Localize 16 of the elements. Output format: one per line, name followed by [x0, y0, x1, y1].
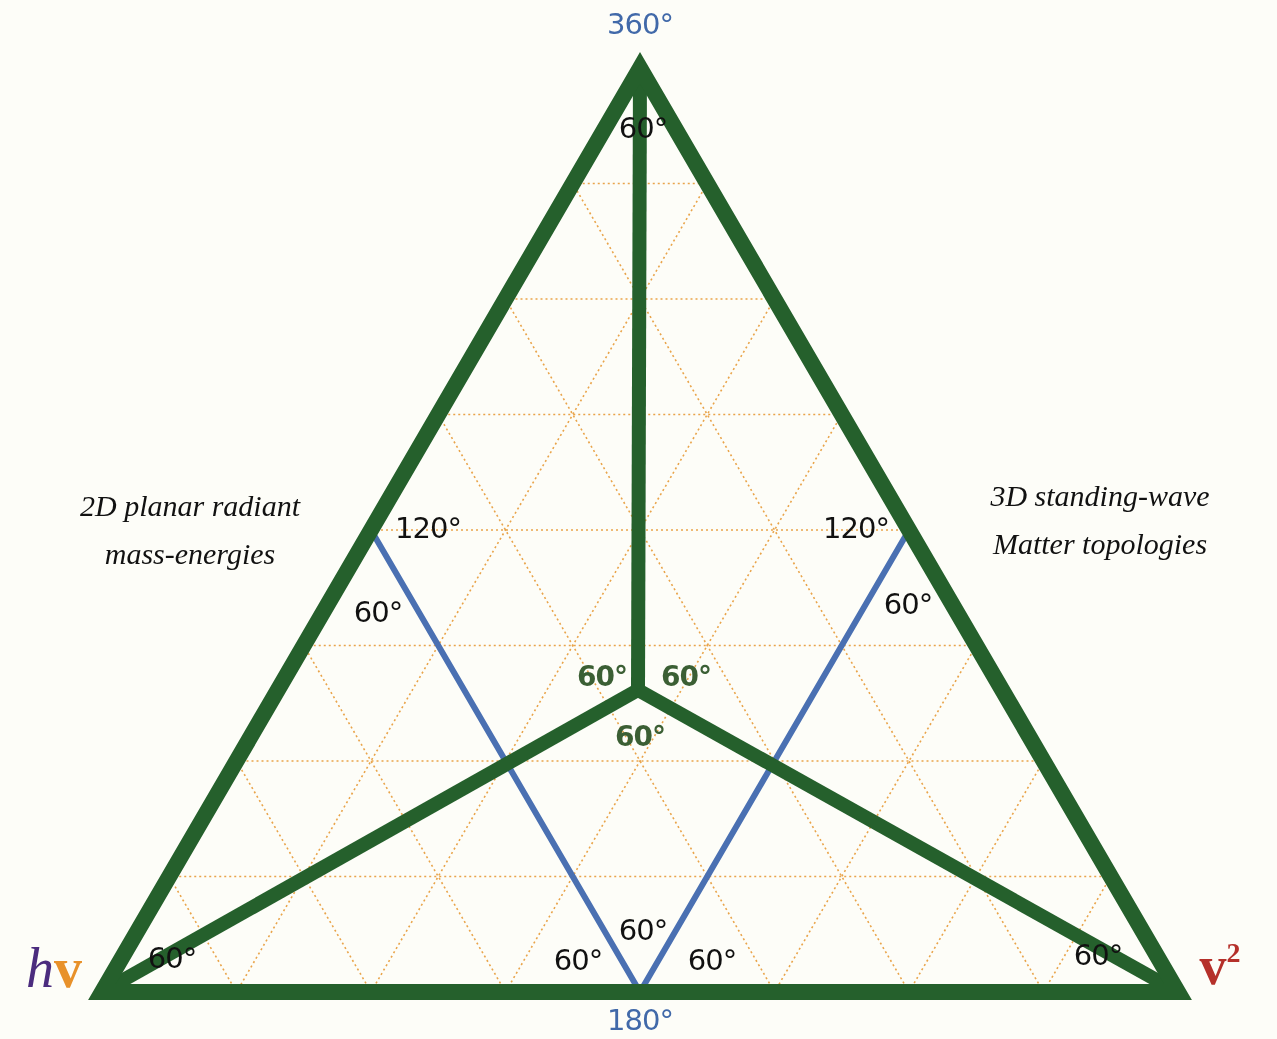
- angle-label: 60°: [353, 595, 403, 629]
- angle-label: 60°: [883, 587, 933, 621]
- angle-label: 60°: [687, 943, 737, 977]
- vertex-label: 360°: [607, 7, 673, 41]
- angle-label: 60°: [618, 913, 668, 947]
- side-caption: 3D standing-wave Matter topologies: [989, 478, 1211, 562]
- angle-label: 120°: [823, 511, 889, 545]
- angle-label: 60°: [615, 719, 665, 753]
- angle-label: 120°: [395, 511, 461, 545]
- symbol-label: hv: [26, 936, 82, 1000]
- angle-label: 60°: [553, 943, 603, 977]
- side-caption: 2D planar radiant mass-energies: [79, 488, 302, 572]
- angle-label: 60°: [577, 659, 627, 693]
- angle-label: 60°: [661, 659, 711, 693]
- symbol-label: v$^{2}$: [1199, 935, 1241, 997]
- vertex-label: 180°: [607, 1003, 673, 1037]
